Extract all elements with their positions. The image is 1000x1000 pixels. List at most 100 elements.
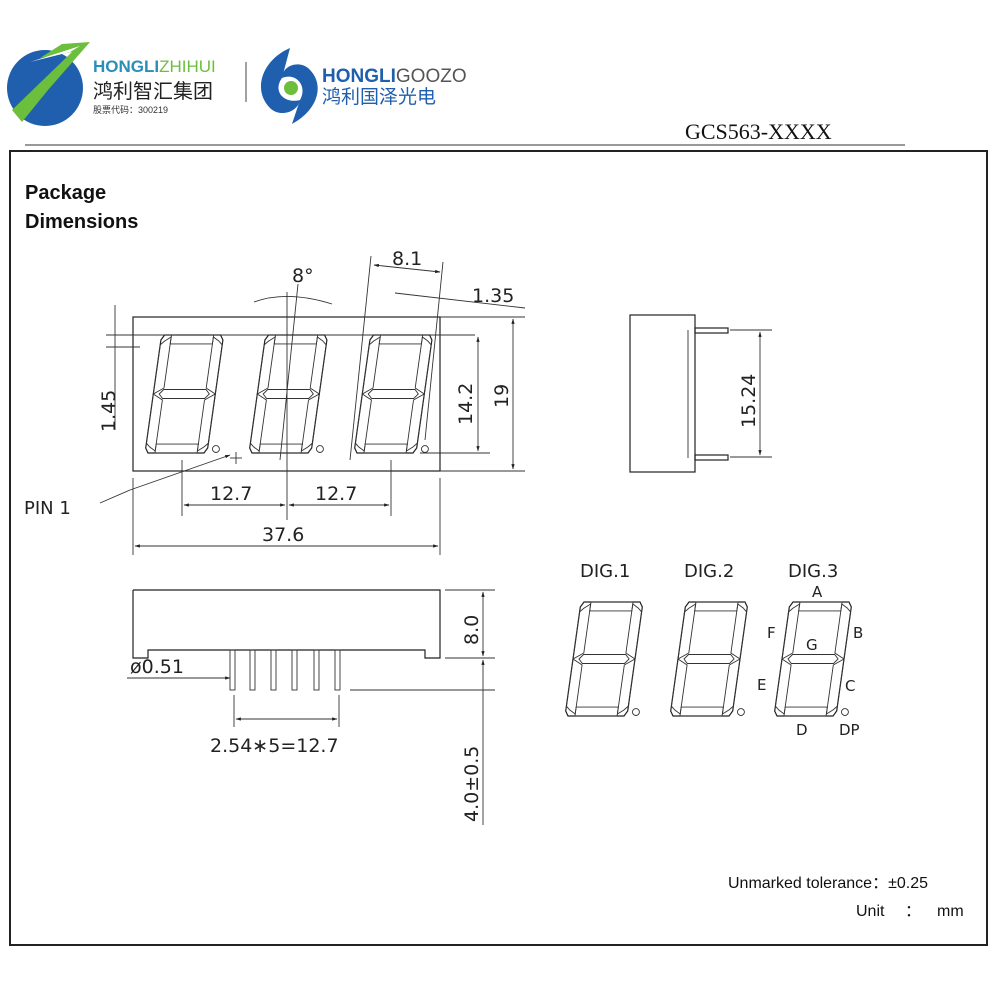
segment-dp — [316, 445, 324, 453]
segment-d — [783, 706, 828, 717]
dim-top-margin: 1.45 — [98, 390, 120, 432]
bottom-view: ø0.51 2.54∗5=12.7 8.0 4.0±0.5 — [127, 589, 495, 825]
segment-g — [158, 389, 210, 399]
segment-dp — [841, 708, 849, 716]
segment-a — [694, 601, 739, 612]
pin-1 — [229, 649, 236, 691]
segment-c — [825, 658, 845, 715]
section-title-line1: Package — [25, 182, 106, 204]
tolerance-note: Unmarked tolerance：±0.25 — [728, 875, 928, 892]
segment-a-label: A — [812, 583, 823, 601]
segment-f-label: F — [767, 624, 776, 642]
dim-offset: 1.35 — [472, 285, 514, 307]
diagram-digit-3 — [774, 601, 852, 717]
segment-dp — [421, 445, 429, 453]
segment-a — [378, 334, 424, 345]
segment-f — [152, 336, 172, 395]
segment-f — [781, 603, 801, 660]
logo2-chinese: 鸿利国泽光电 — [322, 86, 436, 108]
svg-text:HONGLIGOOZO: HONGLIGOOZO — [322, 66, 467, 87]
logo2-brand-a: HONGLI — [322, 66, 396, 87]
unit-label: Unit — [856, 903, 885, 920]
pin-3 — [270, 649, 277, 691]
side-pin-top — [694, 327, 729, 334]
logo1-chinese: 鸿利智汇集团 — [93, 80, 213, 103]
diagram-digit-2 — [670, 601, 748, 717]
segment-a — [273, 334, 319, 345]
segment-d — [154, 443, 199, 454]
segment-c — [616, 658, 636, 715]
segment-g — [787, 654, 839, 664]
segment-c — [721, 658, 741, 715]
front-body-outline — [132, 316, 441, 472]
front-digit-2 — [249, 334, 328, 454]
segment-c — [196, 393, 216, 452]
front-digit-3 — [354, 334, 433, 454]
segment-c — [300, 393, 320, 452]
segment-e — [774, 658, 792, 715]
side-view: 15.24 — [629, 314, 772, 473]
diagram-digit-1 — [565, 601, 643, 717]
segment-b-label: B — [853, 624, 863, 642]
segment-e — [565, 658, 583, 715]
segment-d — [363, 443, 408, 454]
segment-dp — [632, 708, 640, 716]
dim-pin-diameter: ø0.51 — [130, 656, 184, 678]
segment-b — [625, 603, 643, 660]
segment-a — [589, 601, 634, 612]
drawing-frame — [9, 150, 988, 946]
segment-a — [169, 334, 215, 345]
pin1-label: PIN 1 — [24, 498, 71, 519]
dim-width: 37.6 — [262, 524, 304, 546]
segment-f — [572, 603, 592, 660]
segment-b — [834, 603, 852, 660]
dim-angle: 8° — [292, 265, 314, 287]
dim-pitch-1: 12.7 — [210, 483, 252, 505]
segment-c-label: C — [845, 677, 855, 695]
pin-5 — [313, 649, 320, 691]
segment-dp — [737, 708, 745, 716]
segment-dp — [212, 445, 220, 453]
pin-4 — [291, 649, 298, 691]
section-title-line2: Dimensions — [25, 211, 138, 233]
svg-text:HONGLIZHIHUI: HONGLIZHIHUI — [93, 57, 216, 76]
segment-d — [574, 706, 619, 717]
segment-e — [249, 393, 267, 452]
segment-a — [798, 601, 843, 612]
segment-f — [677, 603, 697, 660]
stock-code: 股票代码：300219 — [93, 105, 168, 115]
front-view: 1.45 14.2 19 8.1 1.35 8° 12.7 12.7 37.6 … — [24, 248, 526, 555]
logo1-brand-b: ZHIHUI — [159, 57, 216, 76]
side-pin-bottom — [694, 454, 729, 461]
segment-c — [405, 393, 425, 452]
segment-dp-label: DP — [839, 721, 860, 739]
dim-height: 19 — [491, 384, 513, 408]
segment-e — [354, 393, 372, 452]
segment-g — [683, 654, 735, 664]
segment-g — [262, 389, 314, 399]
unit-separator: ： — [905, 903, 921, 920]
dim-pitch-2: 12.7 — [315, 483, 357, 505]
segment-f — [361, 336, 381, 395]
dim-digit-height: 14.2 — [455, 383, 477, 425]
segment-g — [578, 654, 630, 664]
segment-b — [205, 336, 223, 395]
pin-2 — [249, 649, 256, 691]
segment-g-label: G — [806, 636, 818, 654]
segment-b — [730, 603, 748, 660]
logo-swoosh-icon — [12, 42, 90, 122]
logo2-brand-b: GOOZO — [396, 66, 467, 87]
dig2-label: DIG.2 — [684, 561, 734, 582]
front-digit-1 — [145, 334, 224, 454]
dim-digit-width: 8.1 — [392, 248, 422, 270]
segment-d-label: D — [796, 721, 808, 739]
dim-pin-length: 4.0±0.5 — [461, 746, 483, 822]
segment-e — [145, 393, 163, 452]
pin-6 — [334, 649, 341, 691]
logo1-brand-a: HONGLI — [93, 57, 159, 76]
segment-b — [414, 336, 432, 395]
hongli-goozo-logo: HONGLIGOOZO 鸿利国泽光电 — [260, 48, 467, 124]
segment-diagram: DIG.1 DIG.2 DIG.3 A B C D E F G DP — [565, 561, 863, 739]
hongli-zhihui-logo: HONGLIZHIHUI 鸿利智汇集团 股票代码：300219 — [7, 42, 216, 126]
logo-link-icon — [260, 48, 300, 114]
